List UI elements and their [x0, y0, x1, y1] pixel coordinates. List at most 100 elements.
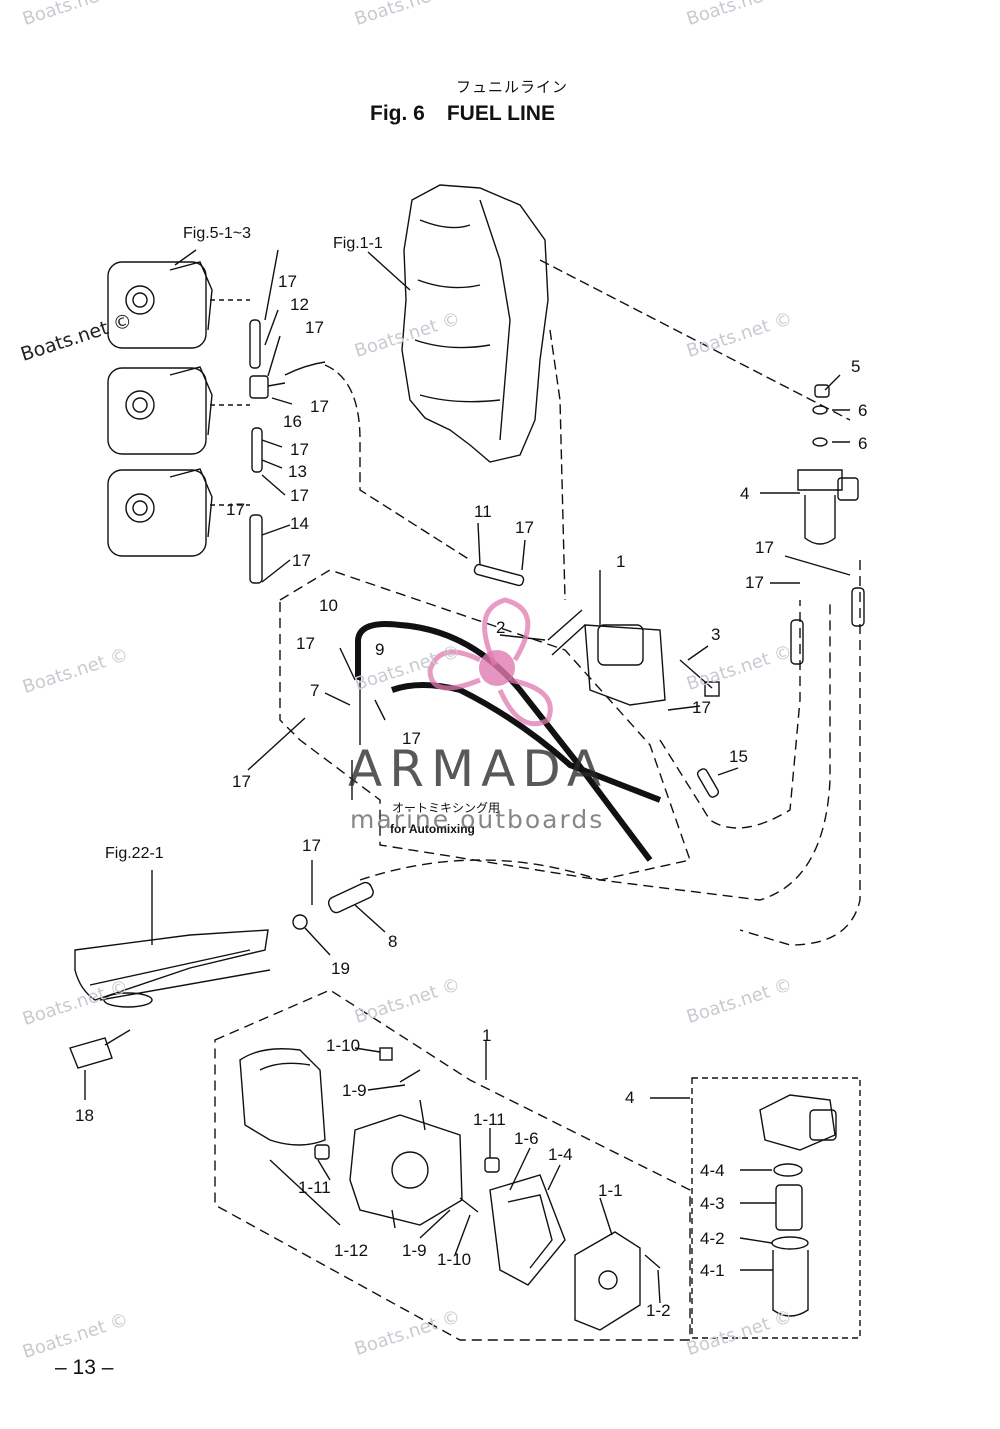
- part-label-17-pump: 17: [692, 698, 711, 717]
- part-label-17-carb-b: 17: [305, 318, 324, 337]
- part-label-4-3: 4-3: [700, 1194, 725, 1213]
- part-label-17-automix-b: 17: [402, 729, 421, 748]
- part-label-18: 18: [75, 1106, 94, 1125]
- dashed-filter-line: [739, 560, 861, 946]
- part-label-17-filter-a: 17: [755, 538, 774, 557]
- figure-number: Fig. 6: [370, 102, 425, 125]
- part-label-12: 12: [290, 295, 309, 314]
- bracket-slot: [103, 992, 153, 1008]
- seal-4-2: [771, 1236, 809, 1250]
- part-label-17-carb-g: 17: [292, 551, 311, 570]
- ref-fig1: Fig.1-1: [333, 235, 383, 252]
- hose-filter-a: [790, 619, 804, 665]
- part-label-4-1: 4-1: [700, 1261, 725, 1280]
- part-label-1-exploded: 1: [482, 1026, 492, 1045]
- pump-cover-1-12: [239, 1048, 326, 1146]
- small-parts: [314, 1047, 661, 1269]
- pump-body: [349, 1099, 463, 1229]
- filter-bowl-4-1: [772, 1250, 809, 1317]
- part-label-17-carb-d: 17: [290, 440, 309, 459]
- figure-name: FUEL LINE: [446, 102, 555, 125]
- automix-hose-9: [390, 682, 662, 803]
- pump-plate-1-1: [574, 1231, 641, 1331]
- part-label-1-10b: 1-10: [437, 1250, 472, 1269]
- part-label-17-carb-f: 17: [226, 500, 245, 519]
- part-label-1-9a: 1-9: [342, 1081, 367, 1100]
- engine-block-detail: [414, 199, 511, 441]
- diaphragm-1-6: [489, 1174, 566, 1286]
- part-label-17-connector: 17: [302, 836, 321, 855]
- title-japanese: フュニルライン: [456, 78, 569, 96]
- part-label-1-10a: 1-10: [326, 1036, 361, 1055]
- armada-logo-propeller: [427, 597, 553, 727]
- hose-7: [351, 680, 361, 800]
- part-label-1-4: 1-4: [548, 1145, 573, 1164]
- fitting-18: [69, 1029, 131, 1069]
- part-label-1-pump: 1: [616, 552, 626, 571]
- fuel-pump: [547, 609, 720, 706]
- part-label-17-automix-a: 17: [296, 634, 315, 653]
- filter-head-exploded: [759, 1094, 837, 1151]
- part-label-6b: 6: [858, 434, 868, 453]
- part-label-1-6: 1-6: [514, 1129, 539, 1148]
- part-label-2: 2: [496, 618, 506, 637]
- part-label-14: 14: [290, 514, 309, 533]
- carburetor-bottom: [107, 468, 213, 557]
- part-label-1-12: 1-12: [334, 1241, 369, 1260]
- carburetor-top: [107, 261, 213, 349]
- armada-subtitle-watermark: marine outboards: [350, 805, 605, 834]
- part-label-1-11b: 1-11: [298, 1178, 331, 1197]
- o-ring-4-4: [773, 1163, 803, 1177]
- clamp-19: [292, 914, 308, 930]
- automix-note-english: for Automixing: [390, 822, 475, 836]
- part-label-5: 5: [851, 357, 861, 376]
- leader-engine-pump: [549, 329, 566, 601]
- dashed-box-pump-exploded: [214, 989, 691, 1341]
- armada-watermark: ARMADA: [348, 740, 609, 798]
- fuel-filter: [797, 384, 859, 545]
- part-label-17-automix-c: 17: [232, 772, 251, 791]
- page-number: – 13 –: [55, 1356, 114, 1379]
- filter-element-4-3: [775, 1184, 803, 1231]
- carburetor-middle: [107, 366, 213, 455]
- part-label-17-carb-a: 17: [278, 272, 297, 291]
- part-label-4-exploded: 4: [625, 1088, 635, 1107]
- fuel-connector-bracket: [74, 929, 269, 1001]
- part-label-17-hose11: 17: [515, 518, 534, 537]
- part-label-13: 13: [288, 462, 307, 481]
- part-label-17-filter-b: 17: [745, 573, 764, 592]
- ref-fig5: Fig.5-1~3: [183, 225, 252, 242]
- leader-hose-pump: [324, 364, 471, 561]
- part-label-7: 7: [310, 681, 320, 700]
- automix-note-japanese: オートミキシング用: [392, 801, 501, 815]
- part-label-1-2: 1-2: [646, 1301, 671, 1320]
- part-label-1-1: 1-1: [598, 1181, 623, 1200]
- hose-filter-b: [851, 587, 865, 627]
- part-label-10: 10: [319, 596, 338, 615]
- part-label-4-4: 4-4: [700, 1161, 725, 1180]
- armada-logo-hub: [479, 650, 515, 686]
- part-label-1-11a: 1-11: [473, 1110, 506, 1129]
- part-label-4: 4: [740, 484, 750, 503]
- ref-fig22: Fig.22-1: [105, 845, 164, 862]
- part-label-15: 15: [729, 747, 748, 766]
- part-label-19: 19: [331, 959, 350, 978]
- figure-title: Fig. 6 FUEL LINE: [370, 102, 577, 126]
- part-label-4-2: 4-2: [700, 1229, 725, 1248]
- leader-engine-filter: [539, 259, 851, 421]
- part-label-11: 11: [474, 502, 492, 521]
- dashed-box-filter-exploded: [691, 1077, 861, 1339]
- hose-11: [473, 563, 525, 587]
- dashed-main-line: [359, 600, 831, 901]
- part-label-3: 3: [711, 625, 721, 644]
- part-label-6a: 6: [858, 401, 868, 420]
- part-label-17-carb-c: 17: [310, 397, 329, 416]
- engine-block-outline: [401, 184, 549, 463]
- part-label-8: 8: [388, 932, 398, 951]
- carb-hoses: [210, 299, 326, 584]
- part-label-9: 9: [375, 640, 385, 659]
- part-label-17-carb-e: 17: [290, 486, 309, 505]
- hose-15: [696, 768, 720, 798]
